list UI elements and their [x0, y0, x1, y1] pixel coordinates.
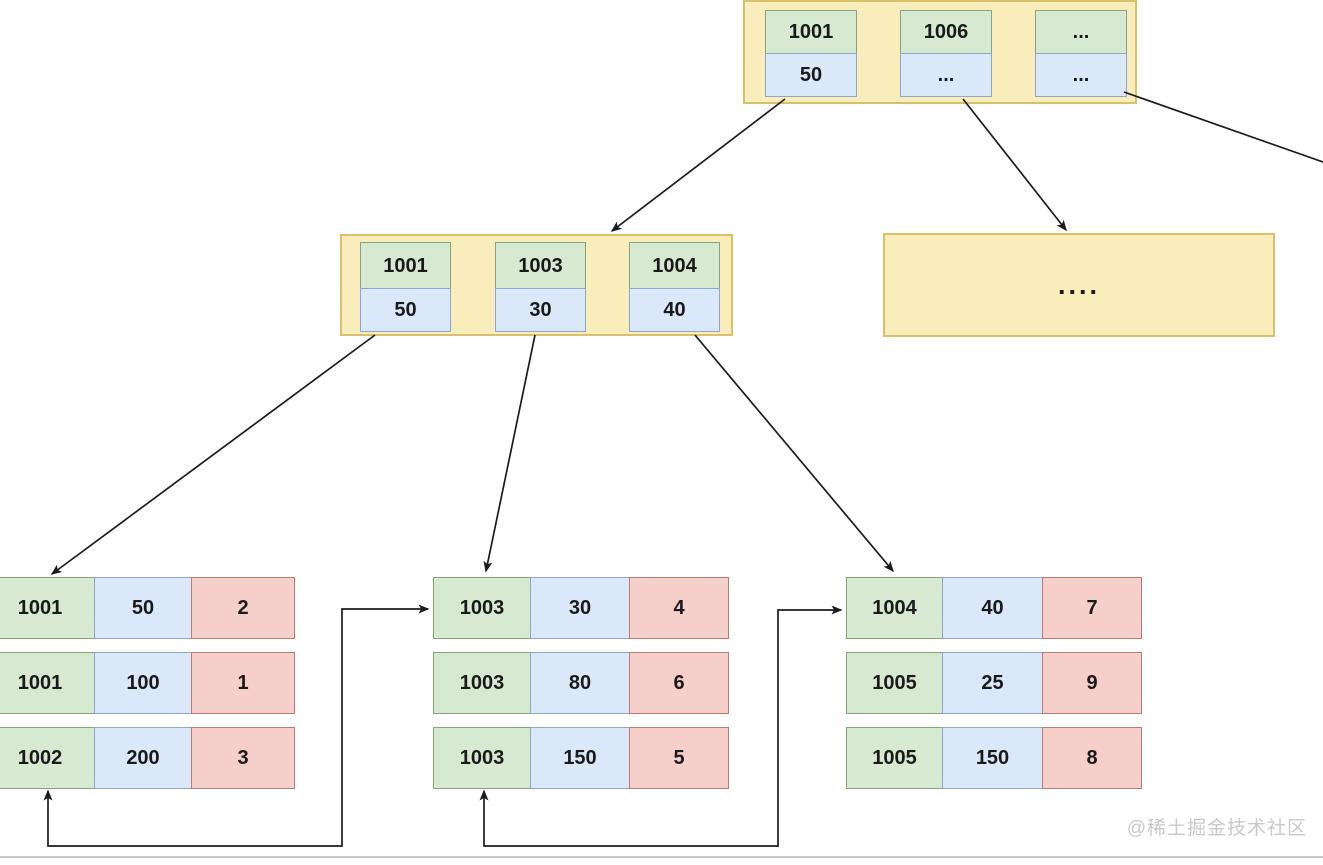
- pointer-cell: 30: [495, 288, 586, 332]
- key-cell: ...: [1035, 10, 1127, 54]
- record-pk-cell: 7: [1042, 577, 1142, 639]
- key-cell: 1001: [360, 242, 451, 289]
- arrow-internal-to-leaf-2: [483, 334, 536, 573]
- key-cell: 1001: [765, 10, 857, 54]
- arrow-leaf-link-1-2: [43, 604, 430, 847]
- pointer-cell: 50: [360, 288, 451, 332]
- record-value-cell: 40: [942, 577, 1043, 639]
- bottom-divider-line: [0, 856, 1323, 858]
- collapsed-node-ellipsis: ....: [1057, 269, 1100, 300]
- arrow-internal-to-leaf-3: [694, 334, 894, 573]
- pointer-cell: ...: [900, 53, 992, 97]
- key-cell: 1003: [495, 242, 586, 289]
- pointer-cell: ...: [1035, 53, 1127, 97]
- watermark: @稀土掘金技术社区: [1126, 818, 1307, 839]
- arrow-root-to-offscreen: [1123, 91, 1323, 163]
- record-pk-cell: 9: [1042, 652, 1142, 714]
- record-key-cell: 1005: [846, 652, 943, 714]
- pointer-cell: 40: [629, 288, 720, 332]
- arrow-root-to-internal: [610, 98, 786, 232]
- record-key-cell: 1004: [846, 577, 943, 639]
- arrow-leaf-link-2-3: [479, 605, 843, 847]
- arrow-root-to-collapsed: [962, 98, 1067, 232]
- collapsed-internal-node: ....: [883, 233, 1275, 337]
- record-key-cell: 1005: [846, 727, 943, 789]
- arrow-internal-to-leaf-1: [50, 334, 376, 575]
- pointer-cell: 50: [765, 53, 857, 97]
- node-entry: ......: [1035, 10, 1127, 97]
- node-entry: 1006...: [900, 10, 992, 97]
- record-pk-cell: 8: [1042, 727, 1142, 789]
- record-value-cell: 150: [942, 727, 1043, 789]
